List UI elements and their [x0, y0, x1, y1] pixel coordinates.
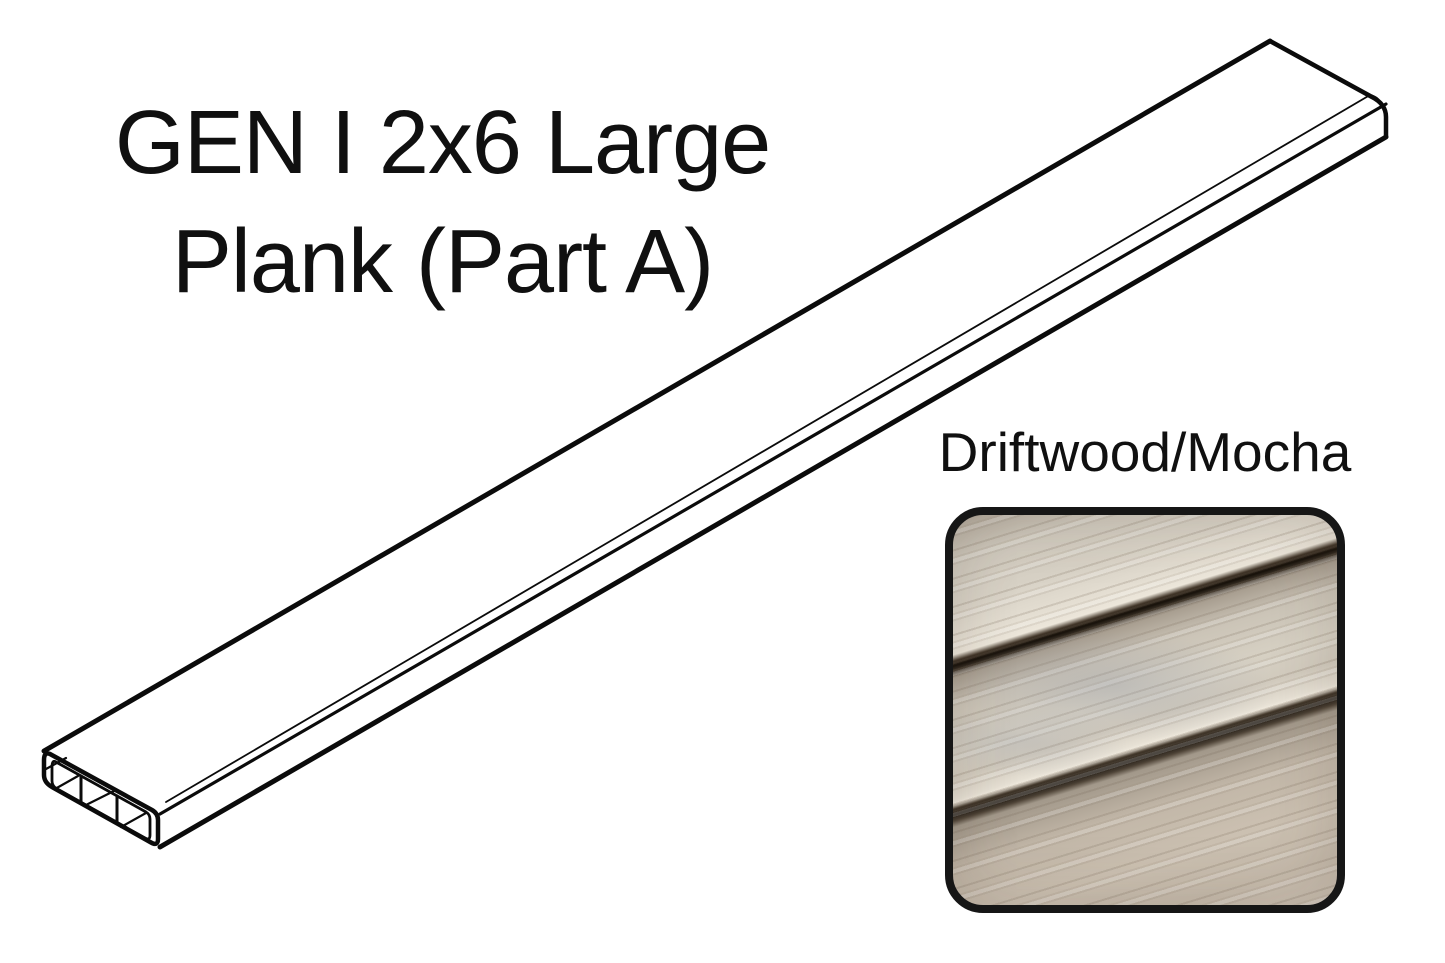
color-swatch-label: Driftwood/Mocha [938, 421, 1352, 483]
plank-cell-depth-1 [53, 774, 80, 791]
plank-bottom-edge [157, 134, 1389, 850]
plank-front-edge [158, 102, 1388, 816]
plank-far-end-edge [1267, 38, 1389, 139]
color-swatch-image [945, 507, 1345, 913]
product-title: GEN I 2x6 Large Plank (Part A) [0, 84, 885, 322]
plank-cell-depth-corner [44, 756, 68, 771]
product-title-line-2: Plank (Part A) [171, 212, 714, 312]
plank-roundover-line [165, 94, 1383, 803]
plank-cell-depth-3 [119, 811, 148, 829]
plank-cell-depth-2 [82, 789, 116, 808]
plank-end-face-outline [41, 751, 161, 847]
product-title-line-1: GEN I 2x6 Large [114, 93, 771, 193]
plank-back-edge [41, 38, 1273, 754]
